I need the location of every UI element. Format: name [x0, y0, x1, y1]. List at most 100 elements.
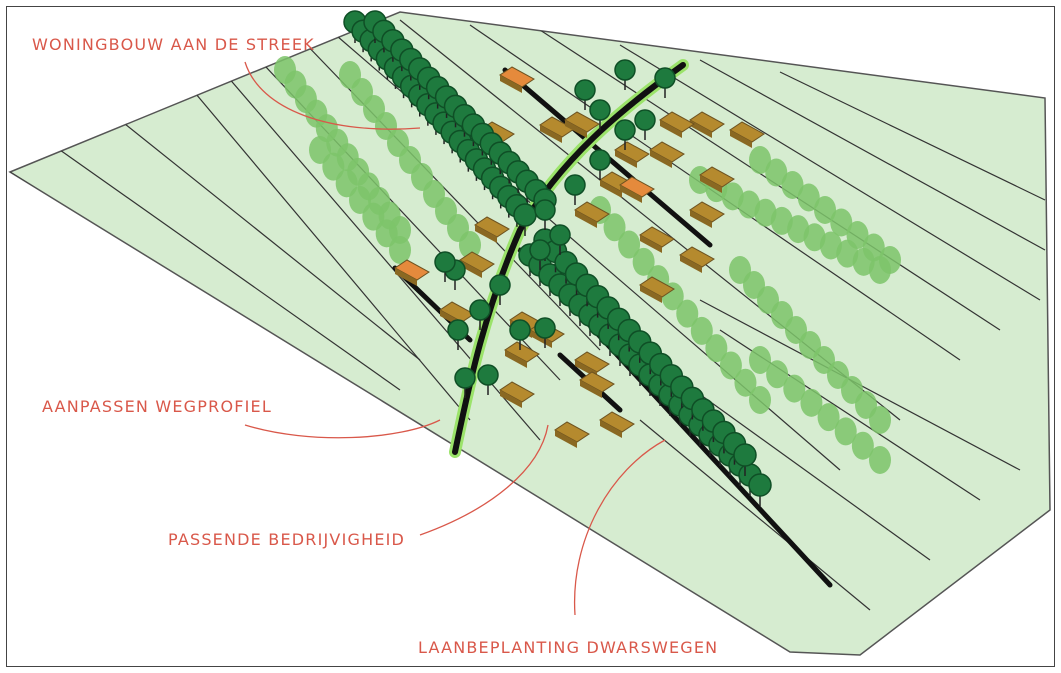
- building-side: [690, 210, 712, 228]
- label-housing: WONINGBOUW AAN DE STREEK: [32, 35, 315, 54]
- hedge-shrub: [834, 417, 857, 446]
- label-lane-planting: LAANBEPLANTING DWARSWEGEN: [418, 638, 718, 657]
- tree: [534, 199, 556, 221]
- hedge-shrub: [765, 158, 788, 187]
- building: [574, 351, 610, 373]
- building: [639, 226, 675, 248]
- field-line: [179, 74, 471, 421]
- building-side: [690, 120, 712, 138]
- building-side: [565, 120, 587, 138]
- building: [659, 111, 695, 133]
- hedge-shrub: [705, 334, 728, 363]
- tree: [509, 319, 531, 341]
- building-side: [580, 380, 602, 398]
- hedge-shrub: [618, 230, 641, 259]
- tree: [589, 99, 611, 121]
- hedge-shrub: [690, 316, 713, 345]
- building-side: [660, 120, 682, 138]
- tree: [748, 473, 772, 497]
- hedge-rows: [274, 56, 901, 474]
- building-side: [640, 285, 662, 303]
- hedge-shrub: [389, 236, 411, 264]
- building: [504, 341, 540, 363]
- building: [619, 176, 655, 198]
- building: [574, 201, 610, 223]
- hedge-shrub: [459, 231, 481, 259]
- building-side: [555, 430, 577, 448]
- tree: [549, 224, 571, 246]
- hedge-shrub: [862, 233, 885, 262]
- building-side: [600, 180, 622, 198]
- building: [649, 141, 685, 163]
- tree: [454, 367, 476, 389]
- building: [564, 111, 600, 133]
- field-line: [639, 419, 871, 611]
- building: [599, 411, 635, 433]
- building-side: [640, 235, 662, 253]
- tree: [447, 319, 469, 341]
- building: [499, 381, 535, 403]
- building-side: [395, 268, 417, 286]
- hedge-shrub: [632, 247, 655, 276]
- hedge-shrub: [817, 403, 840, 432]
- field-line: [619, 44, 1041, 301]
- field-line: [299, 37, 601, 351]
- annotation-leaders: [244, 61, 666, 616]
- building: [699, 166, 735, 188]
- label-road-profile: AANPASSEN WEGPROFIEL: [42, 397, 272, 416]
- building-side: [475, 225, 497, 243]
- hedge-shrub: [749, 146, 771, 174]
- building-side: [505, 350, 527, 368]
- building-side: [600, 420, 622, 438]
- building-side: [460, 260, 482, 278]
- building-side: [500, 390, 522, 408]
- building: [639, 276, 675, 298]
- tree-lanes: [343, 10, 772, 506]
- building-side: [620, 185, 642, 203]
- hedge-shrub: [879, 246, 901, 274]
- building-side: [575, 210, 597, 228]
- hedge-shrub: [830, 208, 853, 237]
- building: [614, 141, 650, 163]
- field-line: [119, 119, 421, 361]
- building: [499, 66, 535, 88]
- tree: [534, 317, 556, 339]
- hedge-shrub: [676, 299, 699, 328]
- tree: [564, 174, 586, 196]
- tree: [489, 274, 511, 296]
- hedge-shrub: [869, 406, 891, 434]
- hedge-shrub: [869, 446, 891, 474]
- building-side: [680, 255, 702, 273]
- building-side: [530, 330, 552, 348]
- tree: [469, 299, 491, 321]
- hedge-shrub: [749, 386, 771, 414]
- tree: [434, 251, 456, 273]
- building-side: [540, 125, 562, 143]
- tree: [634, 109, 656, 131]
- tree: [529, 239, 551, 261]
- tree: [654, 67, 676, 89]
- building-side: [730, 130, 752, 148]
- buildings: [394, 66, 765, 448]
- hedge-shrub: [800, 388, 823, 417]
- tree: [477, 364, 499, 386]
- building: [729, 121, 765, 143]
- hedge-shrub: [719, 351, 742, 380]
- building-side: [500, 75, 522, 93]
- tree: [589, 149, 611, 171]
- label-business: PASSENDE BEDRIJVIGHEID: [168, 530, 405, 549]
- hedge-shrub: [783, 374, 806, 403]
- leader-housing: [244, 61, 421, 130]
- building-side: [650, 150, 672, 168]
- building: [689, 111, 725, 133]
- hedge-shrub: [851, 431, 874, 460]
- leader-lane-planting: [573, 439, 666, 616]
- building: [689, 201, 725, 223]
- tree: [733, 443, 757, 467]
- hedge-shrub: [846, 221, 869, 249]
- tree: [614, 59, 636, 81]
- tree: [574, 79, 596, 101]
- tree: [513, 203, 537, 227]
- tree: [614, 119, 636, 141]
